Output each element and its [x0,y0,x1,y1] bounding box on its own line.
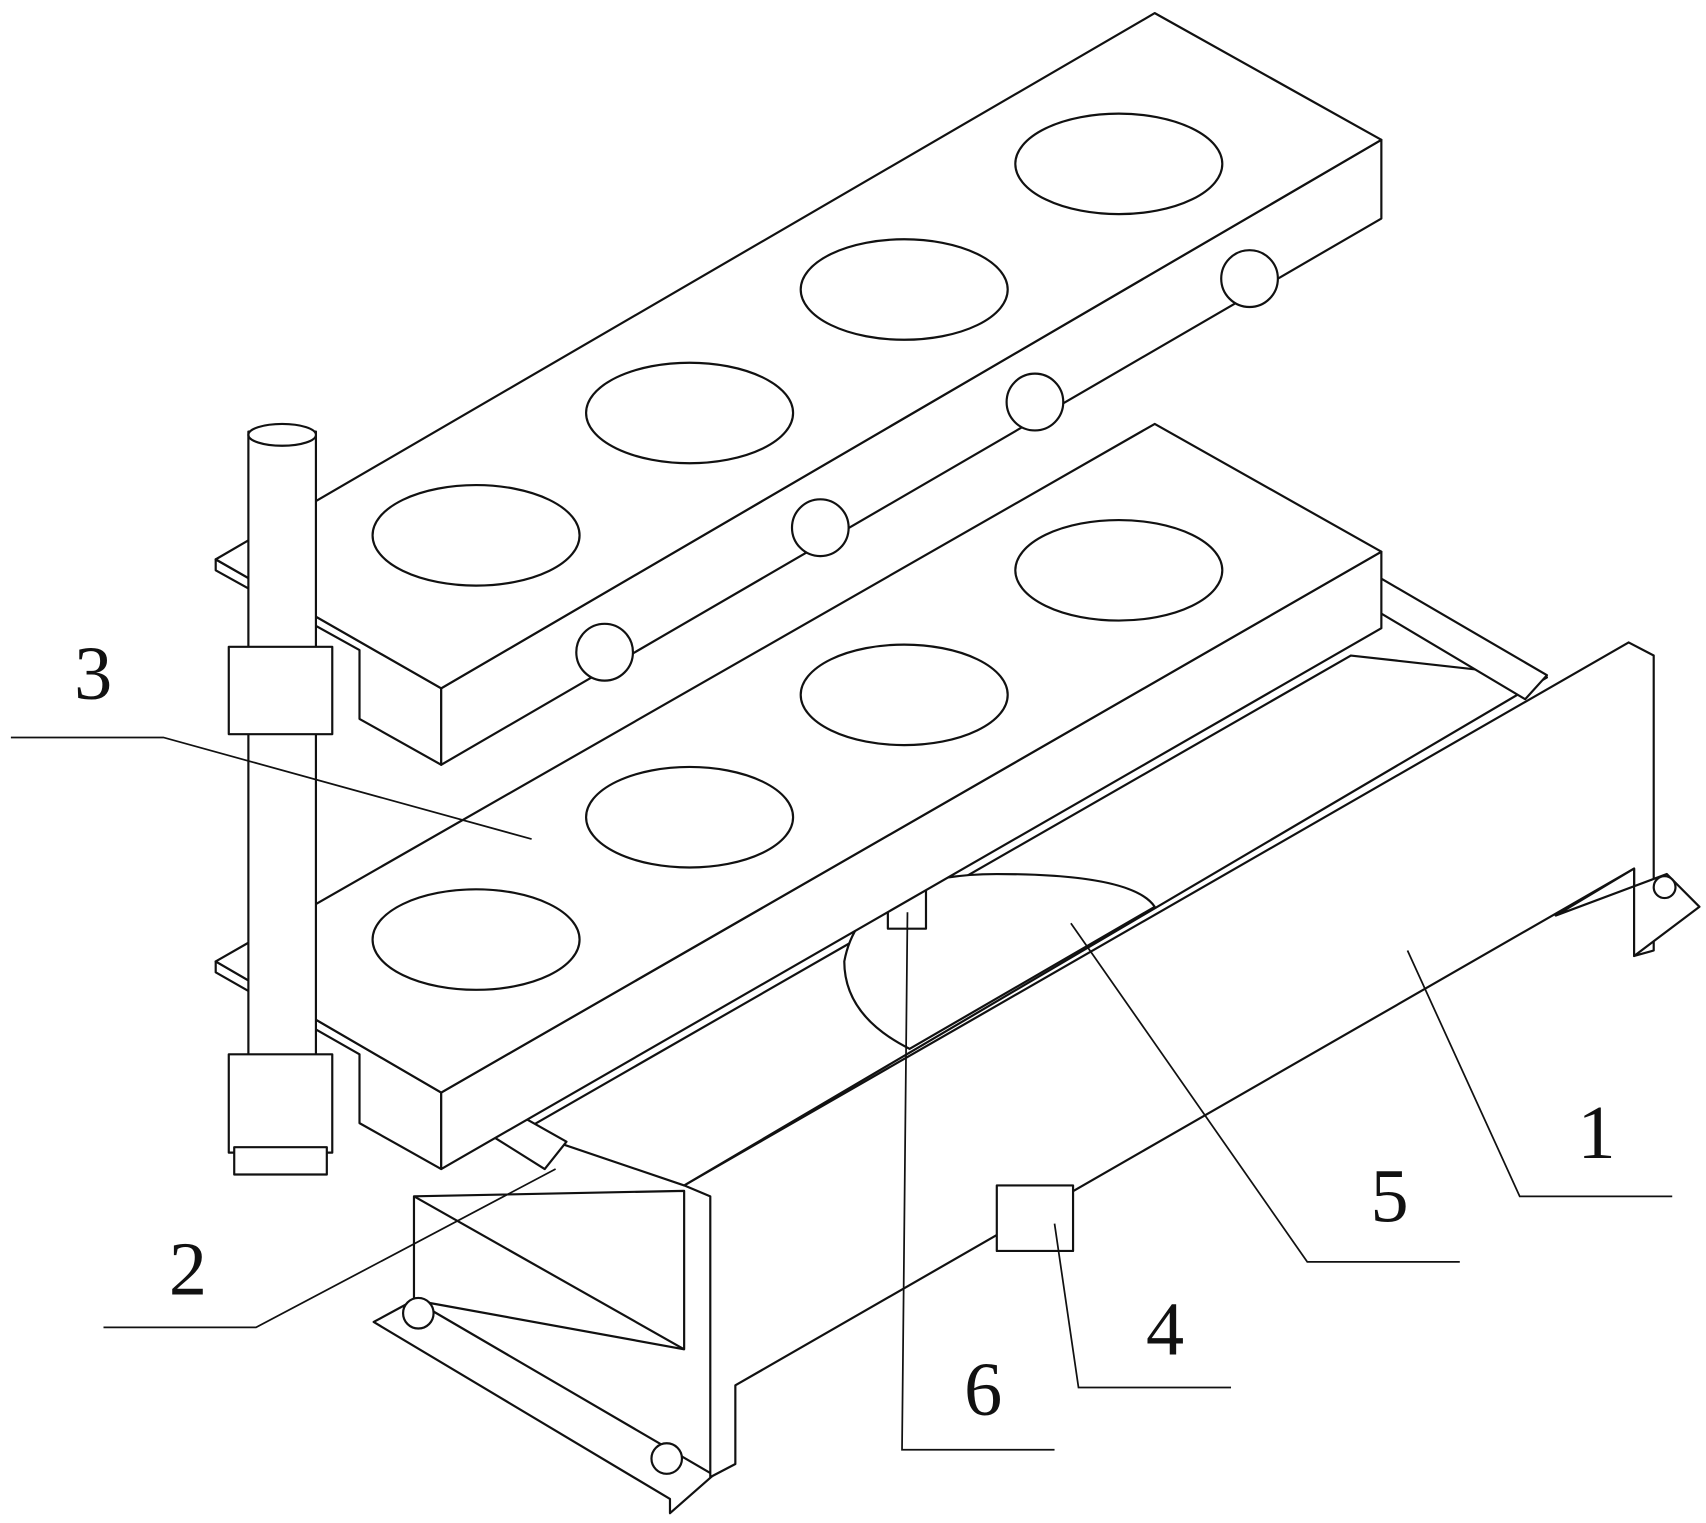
hole [1015,114,1222,215]
label-5: 5 [1370,1153,1408,1238]
upper-collar [229,647,332,734]
label-4: 4 [1146,1287,1184,1372]
label-1: 1 [1577,1090,1615,1175]
hole [801,645,1008,746]
hole [373,889,580,990]
lead-screw [229,424,332,1175]
screw-knob [234,1147,327,1174]
label-6: 6 [964,1347,1002,1432]
bolt-icon [651,1443,682,1474]
knob-icon [576,624,633,681]
screw-rod [248,432,316,1066]
label-3: 3 [74,631,112,716]
hole [586,767,793,868]
bolt-icon [403,1298,434,1329]
lower-collar [229,1054,332,1152]
label-2: 2 [169,1227,207,1312]
knob-icon [792,499,849,556]
knob-icon [1221,250,1278,307]
screw-tip [248,424,316,446]
hole [1015,520,1222,621]
bolt-icon [1654,876,1676,898]
hole [373,485,580,586]
knob-icon [1007,374,1064,431]
hole [801,239,1008,340]
hole [586,363,793,464]
motor-knurled [997,1185,1073,1251]
